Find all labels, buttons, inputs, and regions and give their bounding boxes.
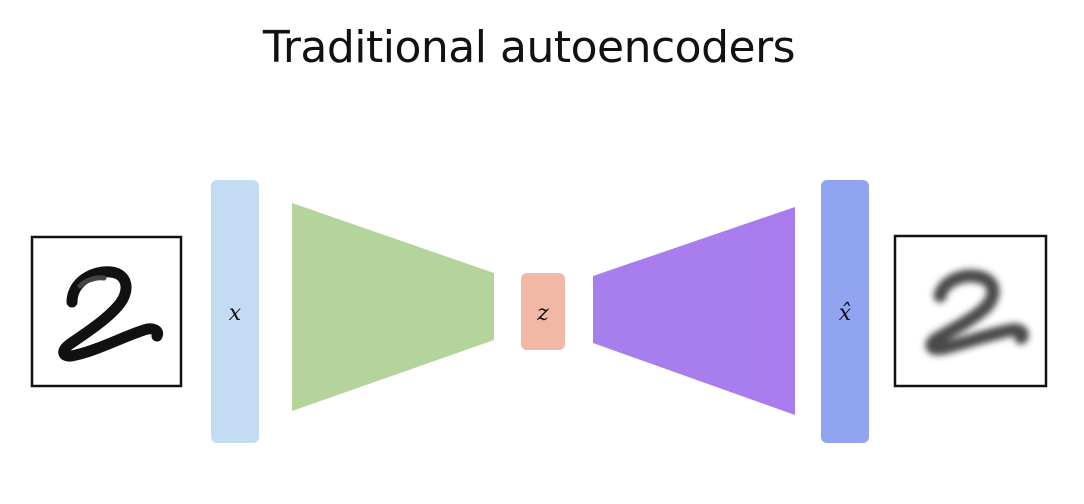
output-label: x̂ — [839, 301, 852, 326]
input-digit-stroke — [58, 266, 164, 362]
decoder-trapezoid — [593, 207, 795, 415]
input-label: x — [229, 301, 242, 326]
output-digit-stroke — [925, 269, 1029, 356]
output-image — [893, 234, 1048, 388]
input-image — [30, 235, 183, 388]
latent-box — [521, 273, 565, 350]
diagram-title: Traditional autoencoders — [262, 22, 796, 73]
output-bar — [821, 180, 869, 443]
latent-label: z — [536, 301, 549, 326]
input-bar — [211, 180, 259, 443]
encoder-trapezoid — [292, 203, 494, 411]
